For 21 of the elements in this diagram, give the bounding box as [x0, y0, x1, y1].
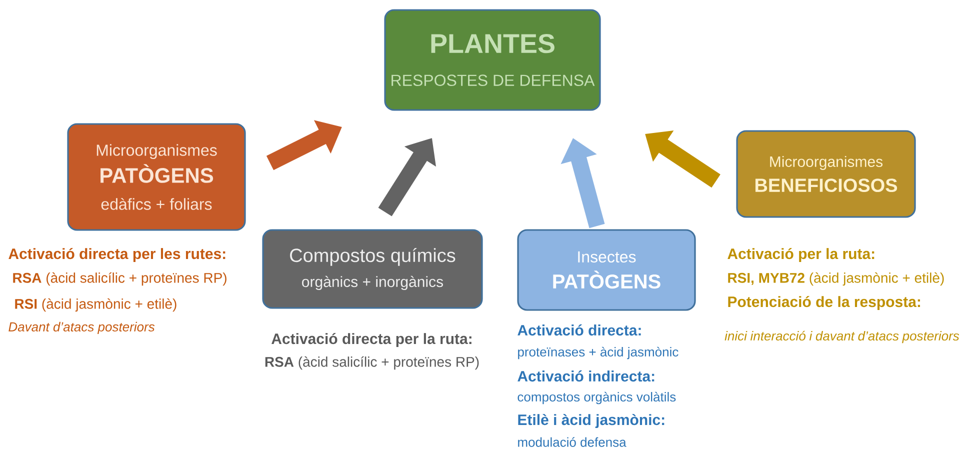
- annotation-text: Davant d’atacs posteriors: [8, 322, 155, 334]
- category-box: Compostos químics orgànics + inorgànics: [262, 229, 483, 309]
- annotation-text: Activació directa per la ruta:: [272, 332, 472, 348]
- annotation-text: RSA (àcid salicílic + proteïnes RP): [265, 356, 479, 370]
- annotation-text: Etilè i àcid jasmònic:: [518, 414, 664, 428]
- annotation-text: Activació indirecta:: [518, 370, 654, 382]
- annotation-text: proteïnases + àcid jasmònic: [518, 346, 678, 360]
- annotation-text: modulació defensa: [518, 437, 626, 447]
- annotation-text: Potenciació de la resposta:: [728, 296, 920, 310]
- category-box: PLANTES RESPOSTES DE DEFENSA: [384, 9, 601, 111]
- annotation-text: Activació directa per les rutes:: [8, 248, 226, 262]
- annotation-text: Activació directa:: [518, 324, 641, 336]
- annotation-text: RSI, MYB72 (àcid jasmònic + etilè): [728, 272, 944, 286]
- category-box: Insectes PATÒGENS: [517, 229, 696, 311]
- annotation-text: RSA (àcid salicílic + proteïnes RP): [13, 272, 226, 286]
- annotation-text: RSI (àcid jasmònic + etilè): [15, 298, 176, 312]
- category-box: Microorganismes BENEFICIOSOS: [736, 130, 916, 218]
- annotation-text: Activació per la ruta:: [728, 248, 874, 262]
- annotation-text: compostos orgànics volàtils: [518, 392, 676, 404]
- category-box: Microorganismes PATÒGENS edàfics + foliars: [67, 123, 246, 231]
- annotation-text: inici interacció i davant d’atacs posteriors: [724, 330, 960, 344]
